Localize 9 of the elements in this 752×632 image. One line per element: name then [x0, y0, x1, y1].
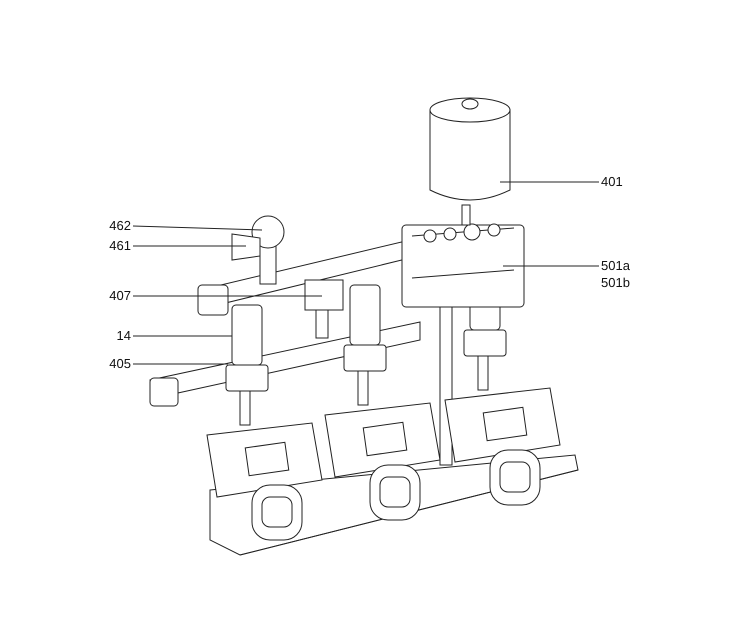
- callout-number: 407: [108, 288, 131, 304]
- callout-number: 501b: [601, 275, 631, 291]
- callout-number: 14: [116, 328, 131, 344]
- callout-number: 401: [601, 174, 624, 190]
- leader-line: [132, 226, 262, 230]
- callout-number: 462: [108, 218, 131, 234]
- callout-number: 405: [108, 356, 131, 372]
- callout-number: 501a: [601, 258, 631, 274]
- callout-number: 461: [108, 238, 131, 254]
